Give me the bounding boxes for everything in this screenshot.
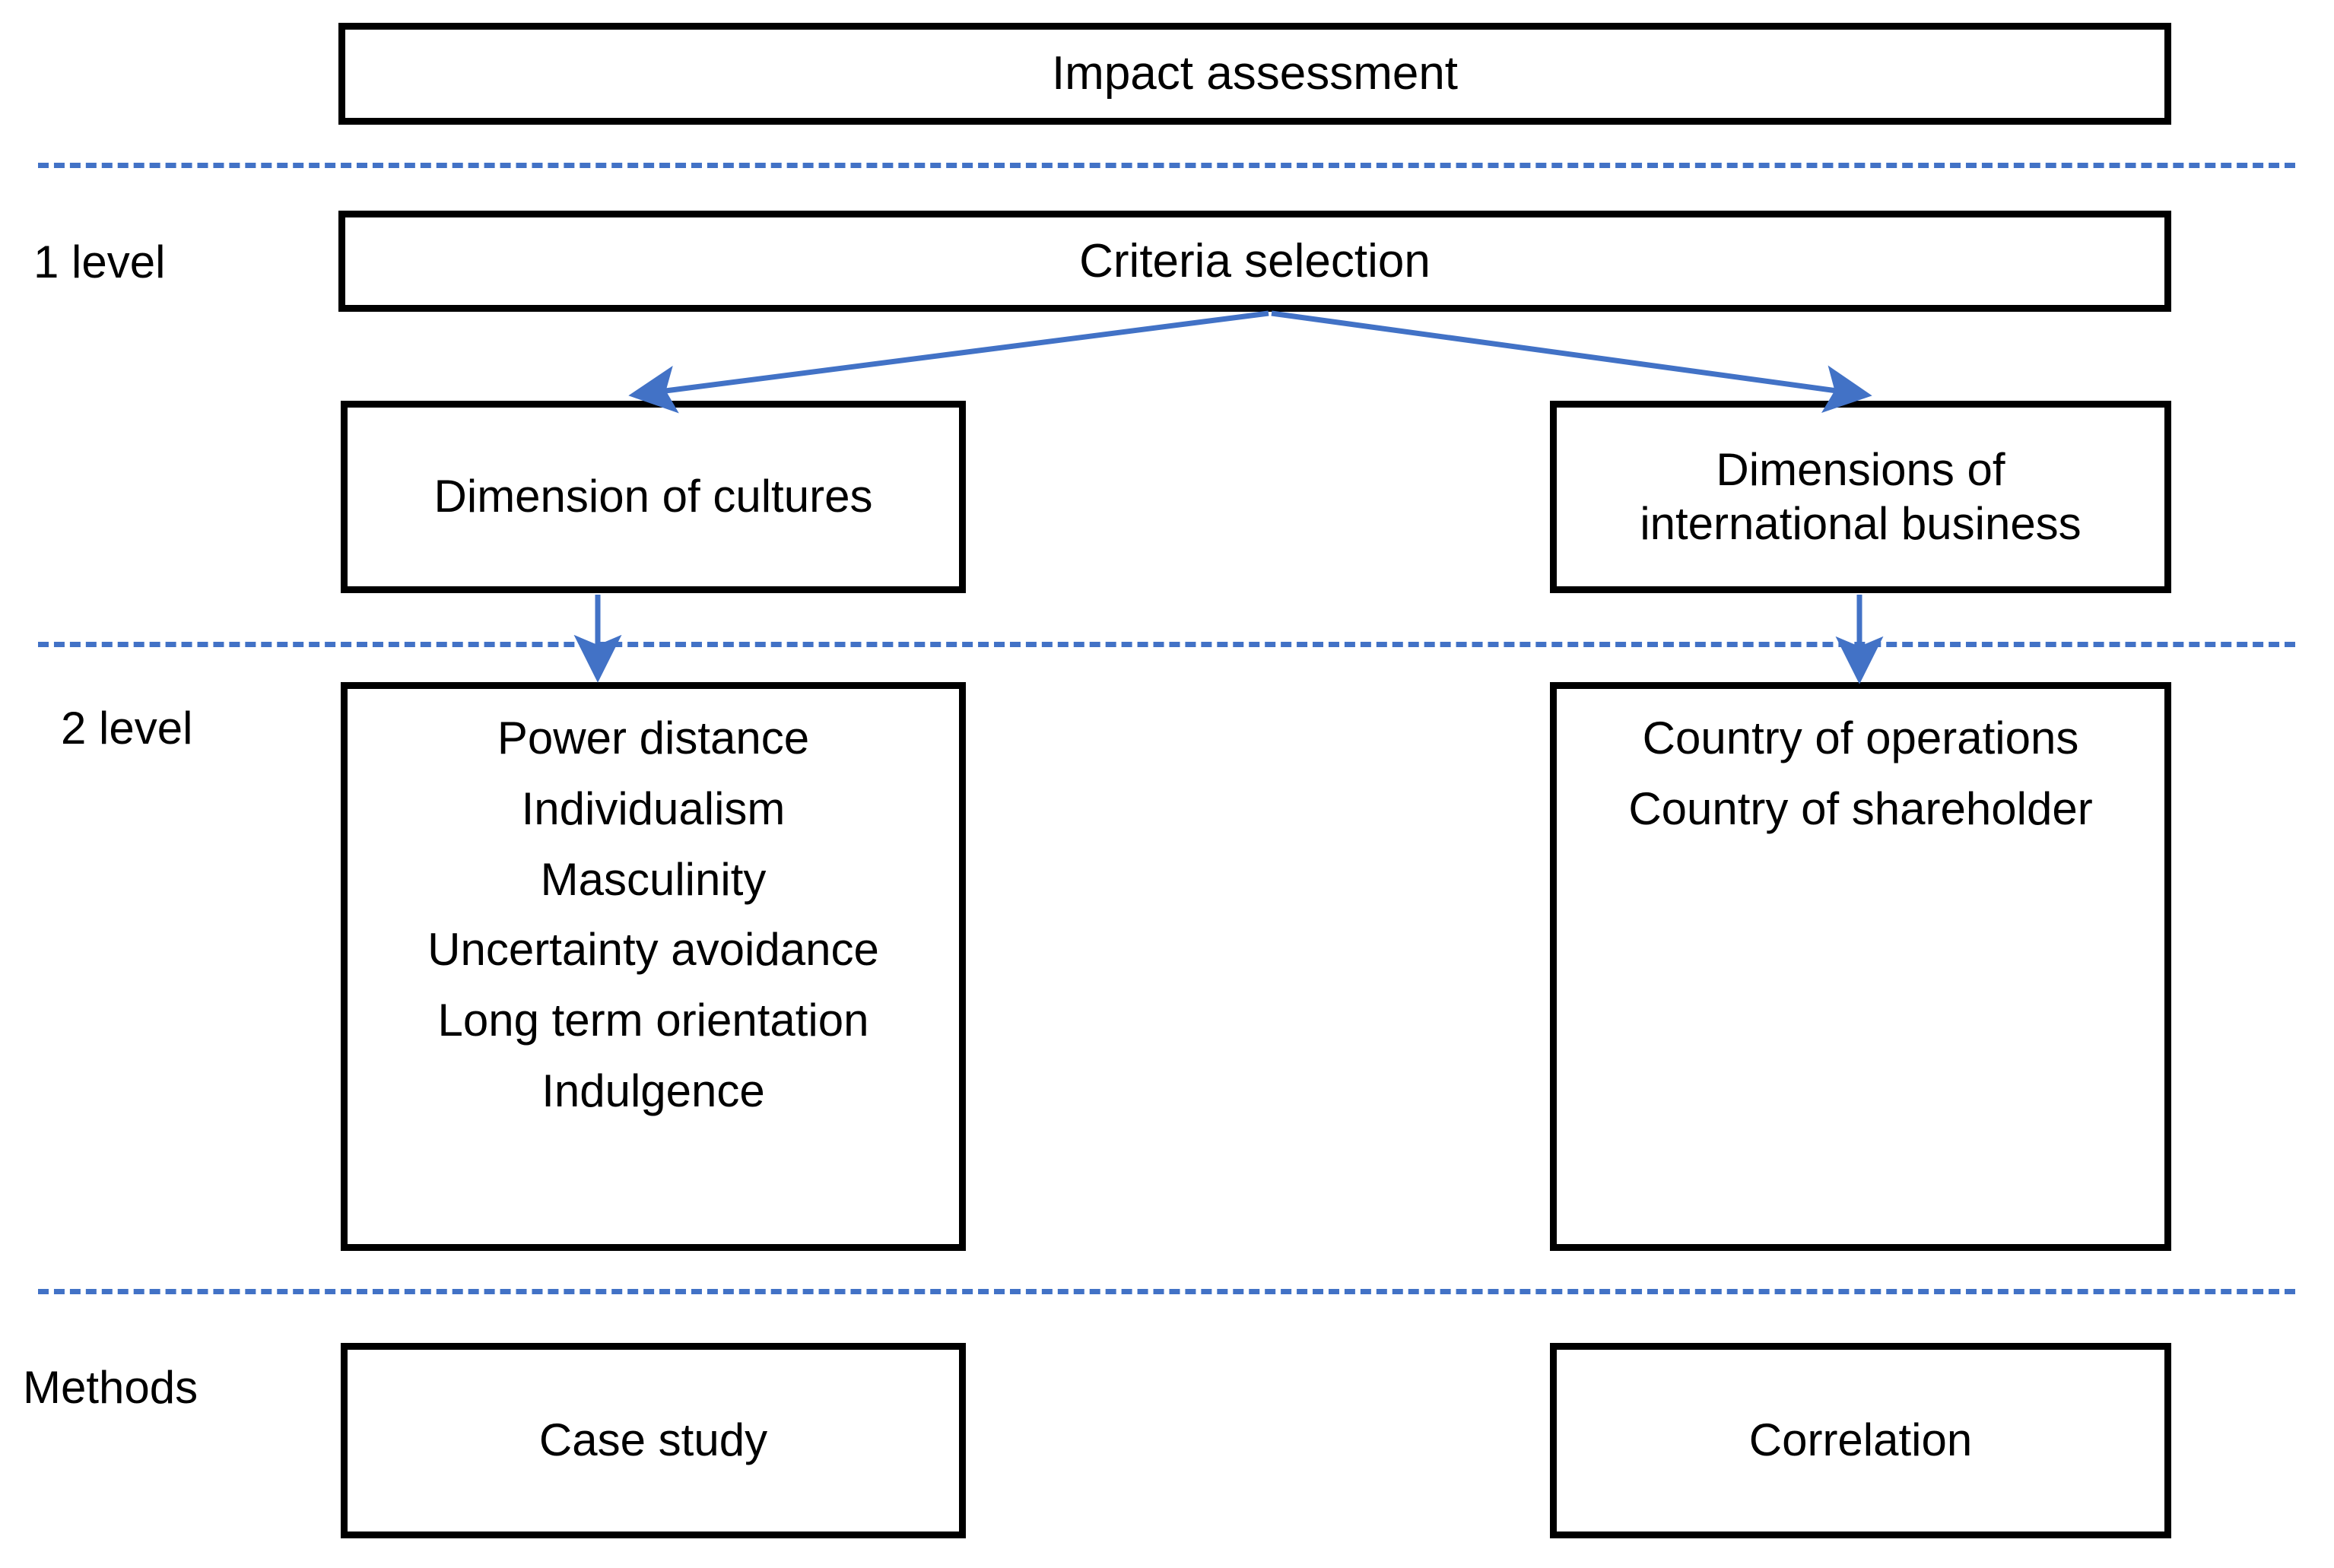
divider-bottom: [38, 1289, 2295, 1294]
business-dimension-item: Country of operations: [1642, 713, 2079, 763]
arrow-criteria-to-cultures: [628, 310, 1269, 414]
dimensions-of-international-business-box: Dimensions of international business: [1550, 401, 2171, 593]
row-label-methods: Methods: [23, 1362, 198, 1413]
correlation-label: Correlation: [1748, 1414, 1973, 1466]
dimension-of-cultures-label: Dimension of cultures: [433, 471, 873, 522]
criteria-selection-label: Criteria selection: [1079, 234, 1431, 287]
row-label-level-1: 1 level: [33, 236, 166, 287]
culture-dimension-item: Uncertainty avoidance: [427, 924, 879, 976]
culture-dimension-item: Indulgence: [541, 1065, 765, 1116]
dimension-of-cultures-box: Dimension of cultures: [341, 401, 966, 593]
business-dimensions-box: Country of operations Country of shareho…: [1550, 682, 2171, 1251]
criteria-selection-box: Criteria selection: [338, 211, 2171, 312]
business-dimension-item: Country of shareholder: [1628, 782, 2093, 834]
dimensions-international-line-1: Dimensions of: [1716, 443, 2005, 495]
culture-dimension-item: Power distance: [497, 713, 810, 763]
culture-dimensions-box: Power distance Individualism Masculinity…: [341, 682, 966, 1251]
culture-dimension-item: Individualism: [521, 782, 786, 834]
impact-assessment-label: Impact assessment: [1051, 47, 1459, 100]
row-label-level-2: 2 level: [61, 703, 193, 754]
divider-middle: [38, 642, 2295, 647]
divider-top: [38, 163, 2295, 168]
case-study-box: Case study: [341, 1343, 966, 1538]
dimensions-international-line-2: international business: [1640, 497, 2082, 549]
case-study-label: Case study: [538, 1414, 768, 1466]
culture-dimension-item: Masculinity: [540, 853, 767, 905]
arrow-criteria-to-business: [1271, 310, 1872, 413]
impact-assessment-box: Impact assessment: [338, 23, 2171, 125]
culture-dimension-item: Long term orientation: [437, 995, 869, 1046]
correlation-box: Correlation: [1550, 1343, 2171, 1538]
